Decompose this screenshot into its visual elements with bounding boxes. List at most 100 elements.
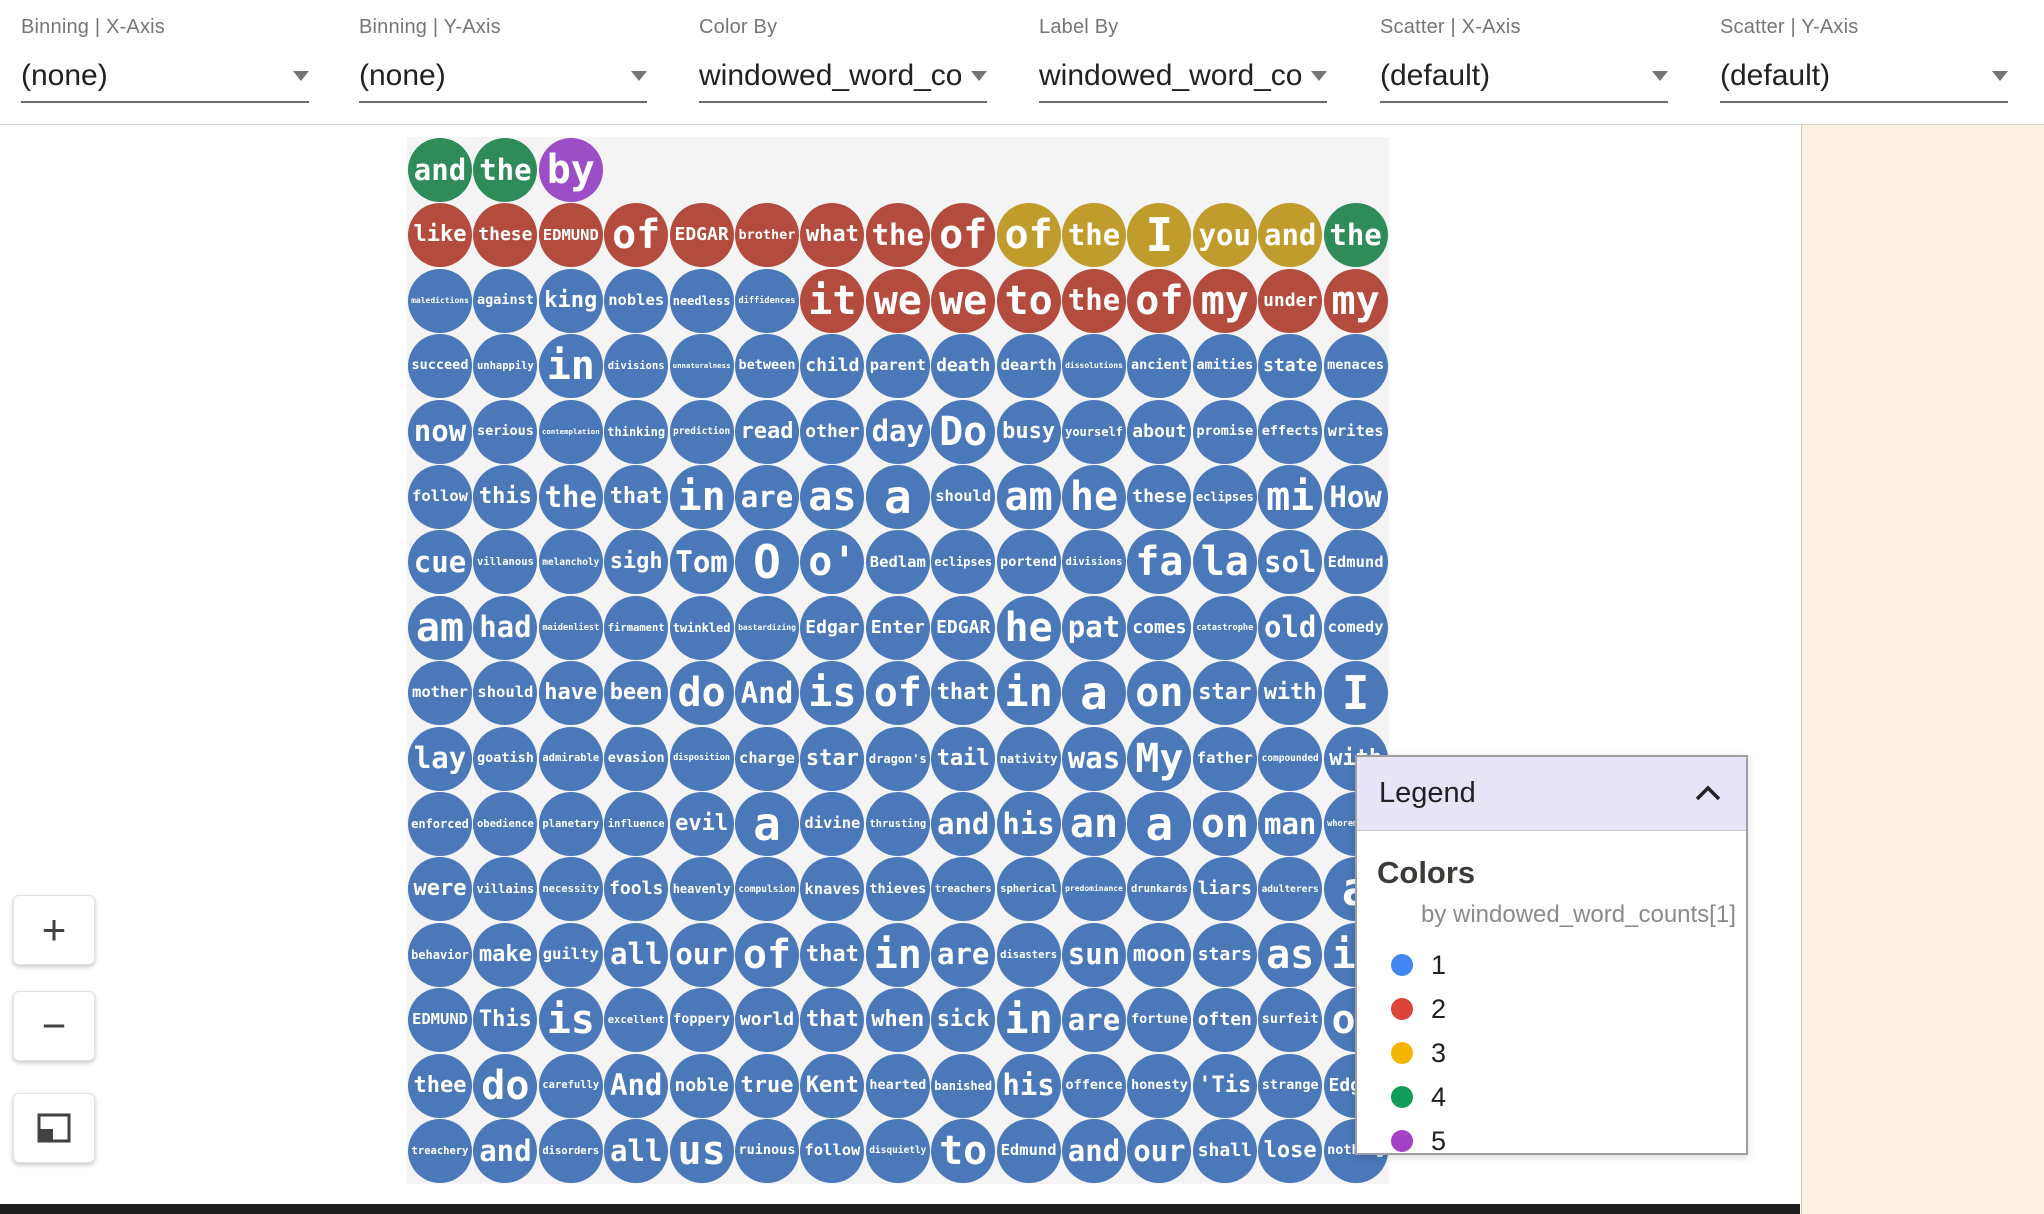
word-circle[interactable]: to — [996, 268, 1061, 333]
word-circle[interactable]: disorders — [538, 1119, 603, 1183]
word-circle[interactable]: Edmund — [1323, 530, 1388, 595]
word-circle[interactable]: And — [735, 661, 799, 726]
word-circle[interactable]: EDGAR — [669, 203, 734, 268]
word-circle[interactable]: EDGAR — [931, 595, 996, 660]
word-circle[interactable]: evil — [669, 792, 734, 856]
chevron-down-icon[interactable] — [1311, 71, 1327, 81]
word-circle[interactable]: fa — [1127, 530, 1192, 595]
word-circle[interactable]: of — [931, 203, 996, 268]
word-circle[interactable]: mi — [1258, 465, 1323, 529]
word-circle[interactable]: to — [931, 1119, 996, 1183]
word-circle[interactable]: surfeit — [1258, 988, 1323, 1053]
word-circle[interactable]: admirable — [538, 726, 603, 791]
dropdown-binning-y-axis[interactable]: Binning | Y-Axis (none) — [359, 16, 647, 103]
word-circle[interactable]: sol — [1258, 530, 1323, 595]
word-circle[interactable]: on — [1127, 661, 1192, 726]
zoom-in-button[interactable]: + — [13, 895, 95, 965]
word-circle[interactable]: effects — [1258, 399, 1323, 464]
word-circle[interactable]: state — [1258, 334, 1323, 399]
word-circle[interactable]: star — [1192, 661, 1257, 726]
word-circle[interactable]: star — [800, 726, 865, 791]
word-circle[interactable]: in — [996, 661, 1061, 726]
word-circle[interactable]: follow — [800, 1119, 865, 1183]
word-circle[interactable]: he — [996, 595, 1061, 660]
word-circle[interactable]: read — [735, 399, 799, 464]
word-circle[interactable]: of — [1127, 268, 1192, 333]
word-circle[interactable]: am — [408, 595, 472, 660]
chevron-down-icon[interactable] — [631, 71, 647, 81]
word-circle[interactable]: do — [669, 661, 734, 726]
word-circle[interactable]: bastardizing — [735, 595, 799, 660]
word-circle[interactable]: I — [1323, 661, 1388, 726]
word-circle[interactable]: dissolutions — [1062, 334, 1126, 399]
word-circle[interactable]: planetary — [538, 792, 603, 856]
word-circle[interactable]: when — [865, 988, 930, 1053]
word-circle[interactable]: as — [800, 465, 865, 529]
word-circle[interactable]: guilty — [538, 922, 603, 987]
dropdown-scatter-x-axis[interactable]: Scatter | X-Axis (default) — [1380, 16, 1668, 103]
word-circle[interactable]: parent — [865, 334, 930, 399]
word-circle[interactable]: mother — [408, 661, 472, 726]
word-circle[interactable]: the — [473, 138, 538, 202]
horizontal-scrollbar[interactable] — [0, 1204, 1800, 1214]
word-circle[interactable]: on — [1192, 792, 1257, 856]
dropdown-value[interactable]: windowed_word_counts[1] — [699, 59, 961, 92]
word-circle[interactable]: liars — [1192, 857, 1257, 922]
word-circle[interactable]: in — [865, 922, 930, 987]
word-circle[interactable]: serious — [473, 399, 538, 464]
word-circle[interactable]: thieves — [865, 857, 930, 922]
word-circle[interactable]: divisions — [604, 334, 669, 399]
word-circle[interactable]: comedy — [1323, 595, 1388, 660]
word-circle[interactable]: O — [735, 530, 799, 595]
dropdown-value[interactable]: (none) — [359, 59, 446, 92]
word-circle[interactable]: of — [604, 203, 669, 268]
word-circle[interactable]: fools — [604, 857, 669, 922]
word-circle[interactable]: thrusting — [865, 792, 930, 856]
word-circle[interactable]: prediction — [669, 399, 734, 464]
word-circle[interactable]: that — [604, 465, 669, 529]
word-circle[interactable]: lay — [408, 726, 472, 791]
word-circle[interactable]: influence — [604, 792, 669, 856]
word-circle[interactable]: banished — [931, 1053, 996, 1118]
word-circle[interactable]: EDMUND — [538, 203, 603, 268]
word-circle[interactable]: disposition — [669, 726, 734, 791]
word-circle[interactable]: of — [996, 203, 1061, 268]
word-circle[interactable]: drunkards — [1127, 857, 1192, 922]
chevron-down-icon[interactable] — [293, 71, 309, 81]
word-circle[interactable]: am — [996, 465, 1061, 529]
word-circle[interactable]: my — [1323, 268, 1388, 333]
word-circle[interactable]: the — [1062, 268, 1126, 333]
word-circle[interactable]: promise — [1192, 399, 1257, 464]
word-circle[interactable]: often — [1192, 988, 1257, 1053]
word-circle[interactable]: melancholy — [538, 530, 603, 595]
word-circle[interactable]: that — [800, 988, 865, 1053]
word-circle[interactable]: of — [865, 661, 930, 726]
word-circle[interactable]: the — [1323, 203, 1388, 268]
dropdown-scatter-y-axis[interactable]: Scatter | Y-Axis (default) — [1720, 16, 2008, 103]
word-circle[interactable]: villanous — [473, 530, 538, 595]
word-circle[interactable]: enforced — [408, 792, 472, 856]
dropdown-binning-x-axis[interactable]: Binning | X-Axis (none) — [21, 16, 309, 103]
word-circle[interactable]: evasion — [604, 726, 669, 791]
word-circle[interactable]: in — [538, 334, 603, 399]
word-circle[interactable]: Bedlam — [865, 530, 930, 595]
legend-header[interactable]: Legend — [1357, 757, 1746, 831]
word-circle[interactable]: and — [473, 1119, 538, 1183]
word-circle[interactable]: follow — [408, 465, 472, 529]
word-circle[interactable]: dragon's — [865, 726, 930, 791]
word-circle[interactable]: is — [538, 988, 603, 1053]
word-circle[interactable]: unhappily — [473, 334, 538, 399]
word-circle[interactable]: he — [1062, 465, 1126, 529]
word-circle[interactable]: old — [1258, 595, 1323, 660]
word-circle[interactable]: ancient — [1127, 334, 1192, 399]
word-circle[interactable]: Do — [931, 399, 996, 464]
word-circle[interactable]: death — [931, 334, 996, 399]
word-circle[interactable]: nobles — [604, 268, 669, 333]
word-circle[interactable]: villains — [473, 857, 538, 922]
word-circle[interactable]: dearth — [996, 334, 1061, 399]
word-circle[interactable]: disasters — [996, 922, 1061, 987]
word-circle[interactable]: all — [604, 922, 669, 987]
word-circle[interactable]: a — [1127, 792, 1192, 856]
dropdown-value[interactable]: (none) — [21, 59, 108, 92]
word-circle[interactable]: How — [1323, 465, 1388, 529]
